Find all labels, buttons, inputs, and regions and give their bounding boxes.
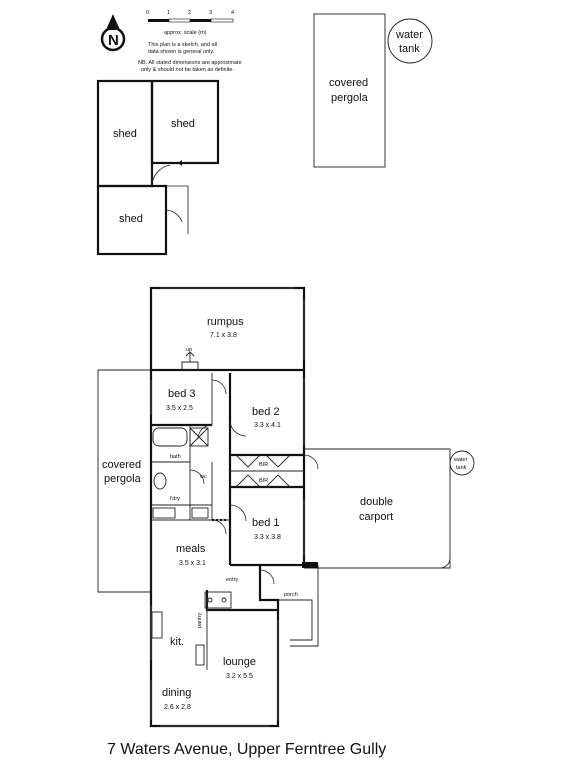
bed1-dim: 3.3 x 3.8 [254, 534, 281, 541]
carport-line-1: double [360, 496, 393, 508]
north-compass: N [100, 14, 126, 52]
water-tank-small-line-1: water [453, 457, 468, 463]
windows [150, 287, 305, 727]
bed2-dim: 3.3 x 4.1 [254, 422, 281, 429]
water-tank-top-line-2: tank [399, 43, 420, 55]
scale-bar: 0 1 2 3 4 approx. scale (m) This plan is… [138, 10, 242, 73]
bed1-label: bed 1 [252, 517, 280, 529]
fixtures [151, 351, 451, 666]
meals-label: meals [176, 543, 206, 555]
scale-tick-3: 3 [209, 10, 212, 16]
shed-left-label: shed [113, 128, 137, 140]
shed-right-label: shed [171, 118, 195, 130]
pergola-top-line-2: pergola [331, 92, 369, 104]
scale-tick-0: 0 [146, 10, 149, 16]
compass-letter: N [108, 32, 119, 49]
robe2-label: BIR [259, 478, 268, 484]
lounge-dim: 3.2 x 5.5 [226, 673, 253, 680]
scale-note-line-2: data shown is general only. [148, 49, 215, 55]
porch-label: porch [284, 592, 298, 598]
side-pergola-line-2: pergola [104, 473, 142, 485]
scale-note-line-3: NB. All stated dimensions are approximat… [138, 60, 242, 66]
rumpus-up-label: up [186, 347, 192, 353]
dining-dim: 2.6 x 2.8 [164, 704, 191, 711]
side-pergola-line-1: covered [102, 459, 141, 471]
property-address: 7 Waters Avenue, Upper Ferntree Gully [107, 741, 386, 758]
scale-tick-1: 1 [167, 10, 170, 16]
scale-tick-4: 4 [231, 10, 234, 16]
pergola-top-line-1: covered [329, 77, 368, 89]
water-tank-top-line-1: water [395, 29, 423, 41]
scale-note-line-4: only & should not be taken as definite. [141, 67, 234, 73]
wc-label: wc [199, 474, 207, 480]
meals-dim: 3.5 x 3.1 [179, 560, 206, 567]
entry-label: entry [226, 577, 238, 583]
shed-group: shed shed shed [96, 79, 220, 256]
water-tank-top: water tank [387, 18, 433, 64]
dining-label: dining [162, 687, 191, 699]
bath-label: bath [170, 454, 181, 460]
carport-line-2: carport [359, 511, 393, 523]
rumpus-label: rumpus [207, 316, 244, 328]
rumpus-dim: 7.1 x 3.8 [210, 332, 237, 339]
water-tank-small: water tank [449, 450, 475, 476]
scale-caption: approx. scale (m) [164, 30, 207, 36]
water-tank-small-line-2: tank [456, 465, 467, 471]
lounge-label: lounge [223, 656, 256, 668]
pantry-label: pantry [197, 612, 203, 628]
kitchen-label: kit. [170, 636, 184, 648]
scale-note-line-1: This plan is a sketch, and all [148, 42, 217, 48]
scale-tick-2: 2 [188, 10, 191, 16]
bed2-label: bed 2 [252, 406, 280, 418]
shed-bottom-label: shed [119, 213, 143, 225]
ldry-label: l'dry [170, 496, 180, 502]
robe1-label: BIR [259, 462, 268, 468]
bed3-label: bed 3 [168, 388, 196, 400]
bed3-dim: 3.5 x 2.5 [166, 405, 193, 412]
house-walls [97, 286, 451, 728]
covered-pergola-top: covered pergola [313, 13, 386, 168]
